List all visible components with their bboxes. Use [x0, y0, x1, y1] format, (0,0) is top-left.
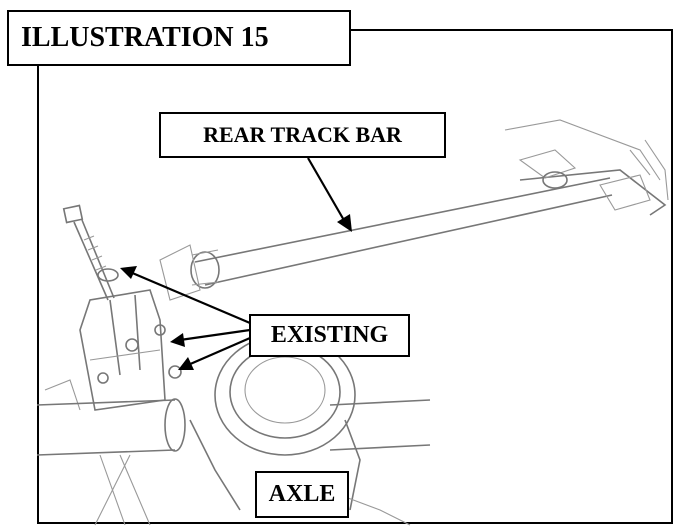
axle-label: AXLE — [255, 471, 349, 518]
existing-hardware-label: EXISTING — [249, 314, 410, 357]
illustration-title: ILLUSTRATION 15 — [7, 10, 351, 66]
axle-drawing — [36, 334, 431, 526]
rear-track-bar-drawing — [190, 119, 669, 289]
rear-track-bar-label: REAR TRACK BAR — [159, 112, 446, 158]
long-bolt-drawing — [62, 204, 119, 301]
illustration-frame — [37, 29, 673, 524]
callout-arrows — [120, 157, 352, 370]
